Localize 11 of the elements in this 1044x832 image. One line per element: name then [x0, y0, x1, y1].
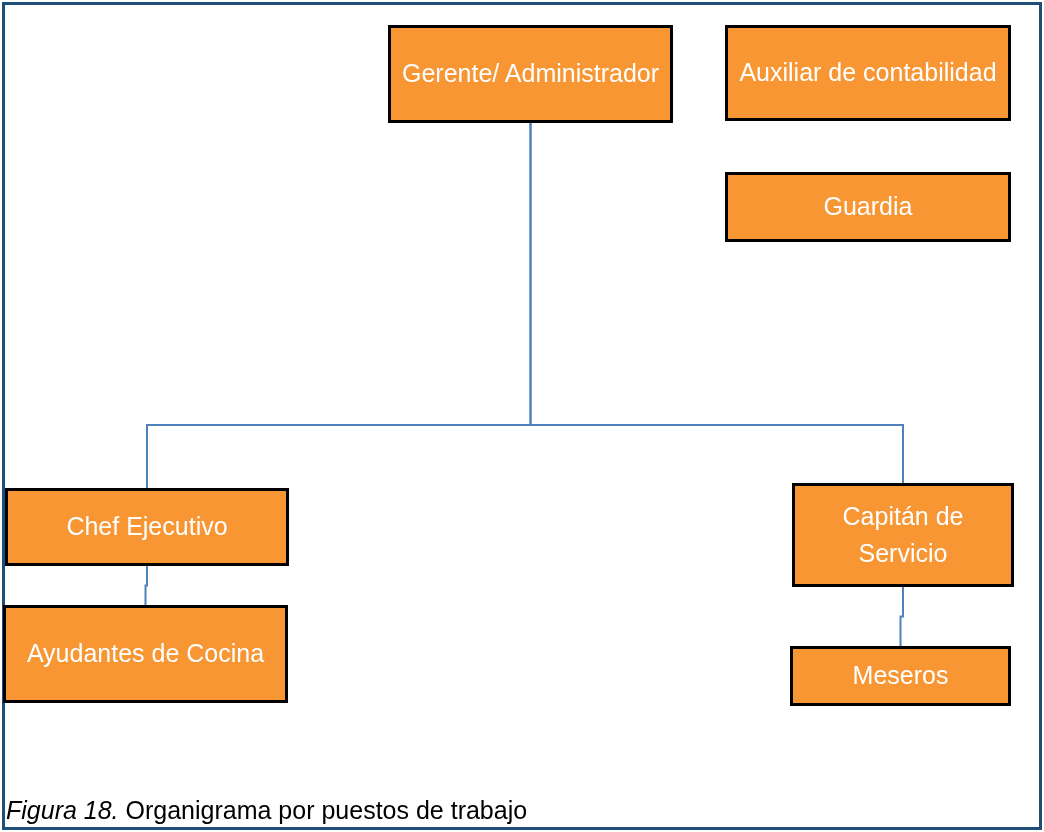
- position-box: Ayudantes de Cocina: [3, 605, 288, 703]
- connector-line: [144, 565, 148, 606]
- position-box: Auxiliar de contabilidad: [725, 25, 1011, 121]
- connector-line: [899, 586, 904, 647]
- figure-caption: Figura 18. Organigrama por puestos de trabajo: [6, 796, 528, 825]
- connector-line: [529, 122, 904, 484]
- position-box: Meseros: [790, 646, 1011, 706]
- position-box: Gerente/ Administrador: [388, 25, 673, 123]
- position-box: Capitán de Servicio: [792, 483, 1014, 587]
- position-box: Chef Ejecutivo: [5, 488, 289, 566]
- position-box: Guardia: [725, 172, 1011, 242]
